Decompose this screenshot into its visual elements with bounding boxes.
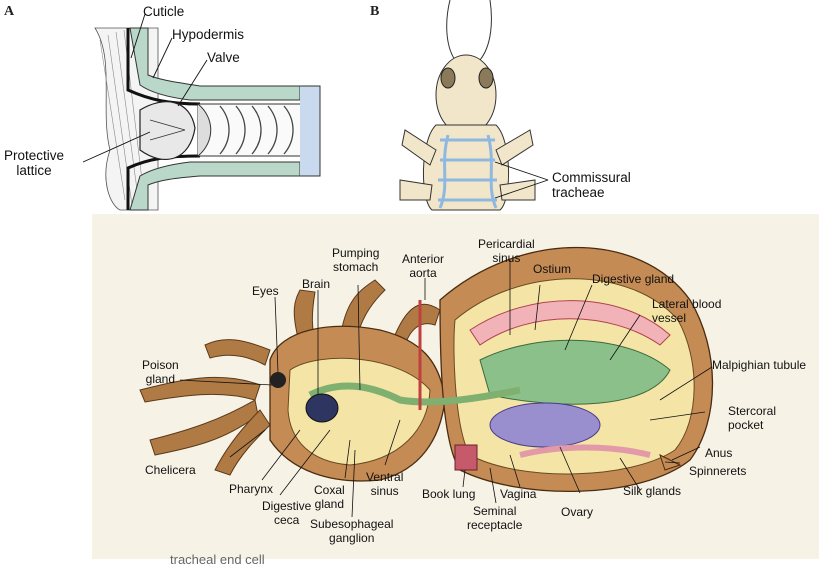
label-commissural-tracheae: Commissural tracheae bbox=[552, 170, 631, 200]
label-hypodermis: Hypodermis bbox=[172, 27, 244, 42]
label-protective-lattice: Protective lattice bbox=[4, 148, 64, 178]
panel-a-letter: A bbox=[4, 4, 14, 20]
label-malpighian-tubule: Malpighian tubule bbox=[712, 358, 806, 372]
spiracle-illustration bbox=[83, 14, 320, 210]
label-vagina: Vagina bbox=[500, 487, 536, 501]
label-chelicera: Chelicera bbox=[145, 463, 196, 477]
label-brain: Brain bbox=[302, 277, 330, 291]
label-pharynx: Pharynx bbox=[229, 482, 273, 496]
label-valve: Valve bbox=[207, 50, 240, 65]
label-digestive-ceca: Digestive ceca bbox=[262, 499, 311, 527]
label-stercoral-pocket: Stercoral pocket bbox=[728, 404, 776, 432]
label-pericardial-sinus: Pericardial sinus bbox=[478, 237, 535, 265]
label-poison-gland: Poison gland bbox=[142, 358, 179, 386]
label-eyes: Eyes bbox=[252, 284, 279, 298]
label-lateral-blood-vessel: Lateral blood vessel bbox=[652, 297, 721, 325]
label-subesophageal-ganglion: Subesophageal ganglion bbox=[310, 517, 393, 545]
label-book-lung: Book lung bbox=[422, 487, 475, 501]
insect-head-illustration bbox=[400, 0, 548, 210]
label-ovary: Ovary bbox=[561, 505, 593, 519]
label-pumping-stomach: Pumping stomach bbox=[332, 246, 379, 274]
label-cuticle: Cuticle bbox=[143, 4, 184, 19]
label-spinnerets: Spinnerets bbox=[689, 464, 746, 478]
spider-anatomy-illustration bbox=[92, 214, 819, 559]
label-coxal-gland: Coxal gland bbox=[314, 483, 345, 511]
footer-caption: tracheal end cell bbox=[170, 552, 265, 567]
label-anterior-aorta: Anterior aorta bbox=[402, 252, 444, 280]
label-anus: Anus bbox=[705, 446, 732, 460]
label-ventral-sinus: Ventral sinus bbox=[366, 470, 403, 498]
label-silk-glands: Silk glands bbox=[623, 484, 681, 498]
label-digestive-gland: Digestive gland bbox=[592, 272, 674, 286]
panel-b-letter: B bbox=[370, 4, 379, 20]
label-ostium: Ostium bbox=[533, 262, 571, 276]
label-seminal-receptacle: Seminal receptacle bbox=[467, 504, 522, 532]
